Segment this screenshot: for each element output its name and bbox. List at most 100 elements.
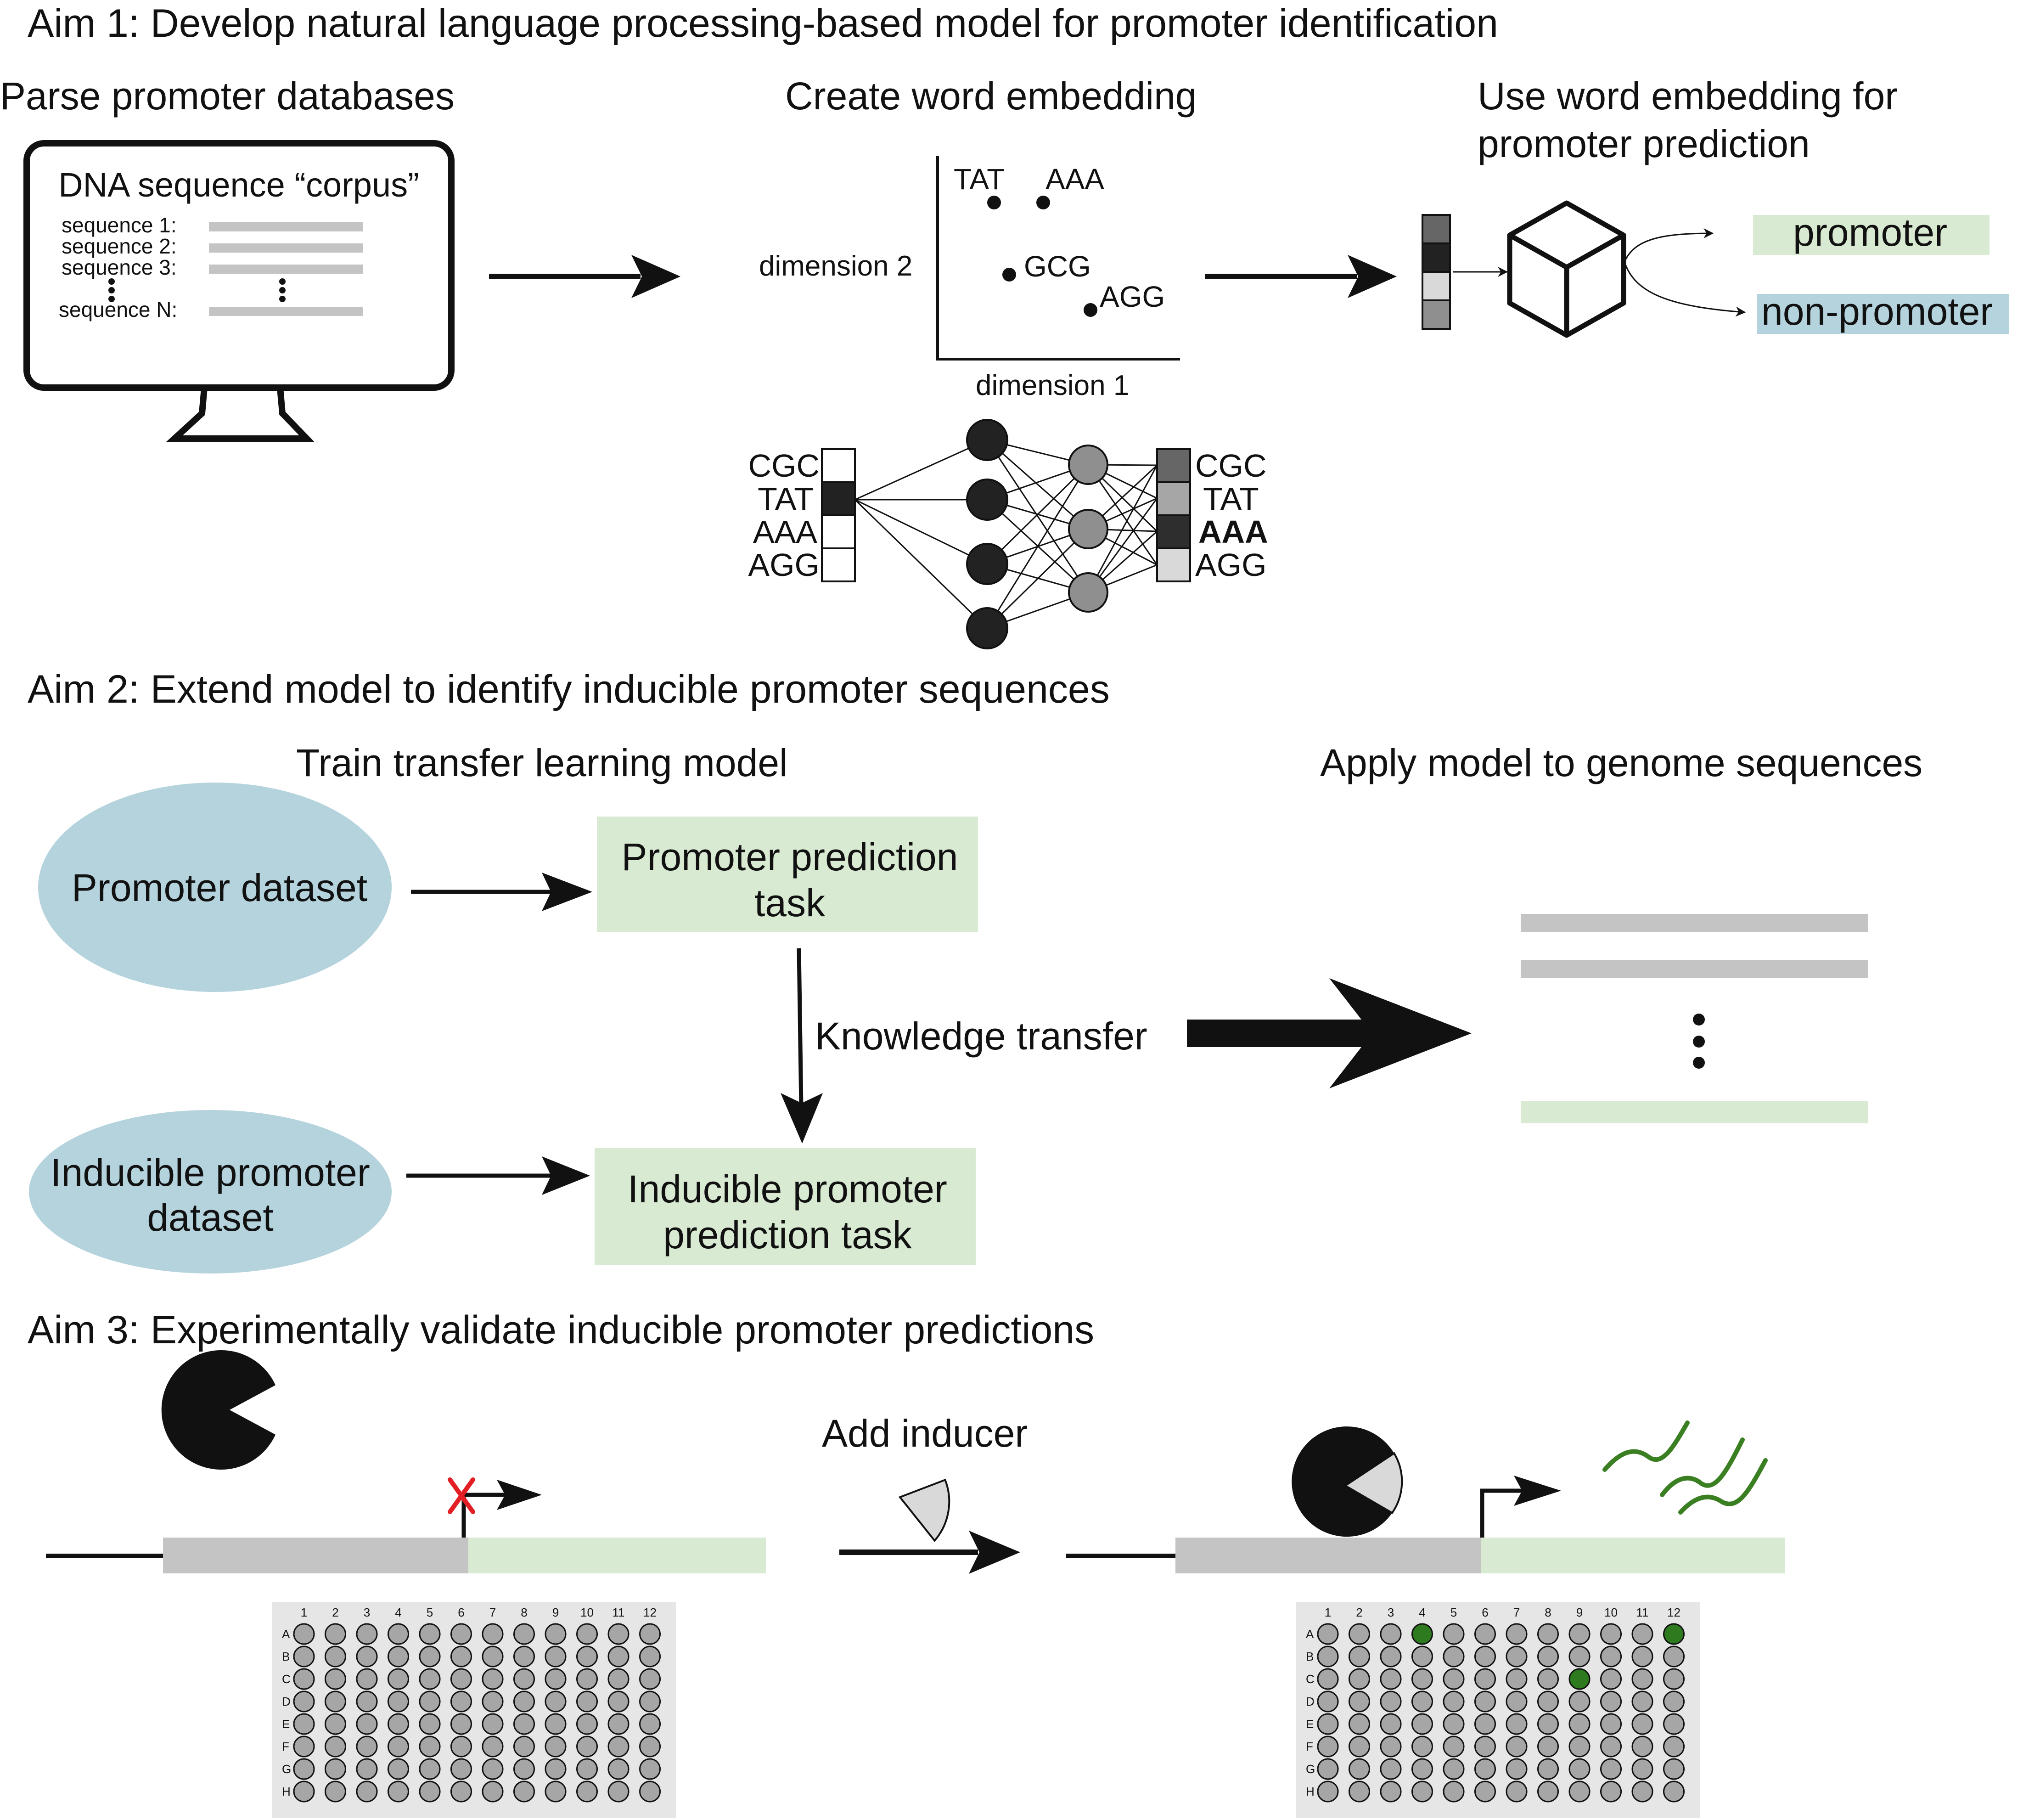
plate-well [1317, 1758, 1339, 1780]
plate-well [545, 1668, 567, 1690]
plate-column-label: 7 [1513, 1606, 1520, 1619]
plate-well [1663, 1758, 1685, 1780]
promoter-task-box [597, 817, 978, 932]
plate-column-label: 2 [1356, 1606, 1362, 1619]
large-arrow [1187, 978, 1472, 1088]
nn-output-label: AGG [1195, 547, 1267, 583]
plate-well [1380, 1735, 1402, 1758]
arrow-head [542, 1156, 590, 1195]
plate-well [1506, 1713, 1528, 1735]
nn-input-label: AGG [748, 547, 820, 583]
sequence-list: sequence 1: sequence 2: sequence 3: sequ… [59, 213, 363, 321]
plate-well [1631, 1781, 1653, 1803]
plate-row-label: F [282, 1740, 289, 1753]
plate-column-label: 12 [643, 1606, 657, 1619]
plate-well [1443, 1713, 1465, 1735]
arrow-head [542, 873, 592, 911]
parse-title: Parse promoter databases [0, 74, 455, 118]
plate-well [1537, 1781, 1559, 1803]
plate-well [1380, 1645, 1402, 1668]
plate-well [607, 1713, 629, 1735]
promoter-dataset-label: Promoter dataset [72, 866, 367, 909]
plate-row-label: B [1306, 1650, 1314, 1663]
plate-well [576, 1735, 598, 1758]
inducer-icon [898, 1478, 950, 1542]
plate-well [513, 1645, 535, 1668]
nn-input-label: AAA [753, 514, 817, 550]
plate-well [545, 1781, 567, 1803]
knowledge-transfer-arrow [797, 948, 804, 1107]
plate-column-label: 11 [613, 1606, 625, 1619]
plate-well [450, 1668, 472, 1690]
plate-well [356, 1713, 378, 1735]
plate-well [1631, 1735, 1653, 1758]
plate-well [1317, 1690, 1339, 1713]
plate-well [1349, 1645, 1370, 1668]
plate-well [419, 1645, 441, 1668]
plate-well [293, 1668, 315, 1690]
plate-well [1443, 1690, 1465, 1713]
plate-well [1380, 1758, 1402, 1780]
point-label: AAA [1045, 163, 1104, 196]
plate-well [545, 1735, 567, 1758]
embedding-point [1084, 303, 1097, 317]
plate-well [1349, 1623, 1370, 1645]
plate-well [513, 1781, 535, 1803]
plate-well [1663, 1645, 1685, 1668]
plate-well [1631, 1623, 1653, 1645]
plate-well [1600, 1713, 1622, 1735]
plate-column-label: 9 [1576, 1606, 1583, 1619]
plate-row-label: H [1306, 1785, 1315, 1798]
plate-well [513, 1758, 535, 1780]
plate-well-induced [1568, 1668, 1591, 1690]
plate-column-label: 1 [1325, 1606, 1331, 1619]
gene-region-bar [468, 1538, 766, 1573]
plate-well [450, 1690, 472, 1713]
plate-well [607, 1781, 629, 1803]
polymerase-icon [1292, 1426, 1394, 1537]
plate-well [1663, 1690, 1685, 1713]
promoter-dataset-ellipse [38, 783, 392, 992]
plate-row-label: G [1306, 1762, 1315, 1776]
plate-well [482, 1668, 504, 1690]
plate-well [1411, 1758, 1433, 1780]
plate-well [482, 1645, 504, 1668]
plate-well [1506, 1758, 1528, 1780]
plate-well [639, 1690, 661, 1713]
gene-region-bar [1481, 1538, 1785, 1573]
plate-well [356, 1623, 378, 1645]
plate-well [1474, 1758, 1496, 1780]
sequence-label: sequence 2: [62, 234, 177, 258]
plate-well [1411, 1781, 1433, 1803]
nn-output-label: CGC [1195, 448, 1267, 484]
plate-row-label: B [282, 1650, 290, 1663]
embedding-plot: dimension 2 dimension 1 TAT AAA GCG AGG [759, 156, 1180, 401]
plate-well [545, 1758, 567, 1780]
plate-well [1600, 1668, 1622, 1690]
nn-hidden-layer-1 [966, 419, 1008, 649]
plate-column-label: 10 [1604, 1606, 1618, 1619]
plate-well [293, 1713, 315, 1735]
plate-well [388, 1645, 409, 1668]
plate-well [1600, 1690, 1622, 1713]
plate-well [325, 1645, 346, 1668]
aim1-title: Aim 1: Develop natural language processi… [28, 1, 1498, 45]
plate-well [639, 1781, 661, 1803]
point-label: GCG [1024, 250, 1091, 283]
plate-well [450, 1713, 472, 1735]
plate-row-label: E [282, 1717, 290, 1731]
plate-well [1600, 1623, 1622, 1645]
plate-column-label: 6 [458, 1606, 464, 1619]
plate-well [1600, 1758, 1622, 1780]
plate-well [293, 1623, 315, 1645]
plate-well [388, 1713, 409, 1735]
dimension-2-label: dimension 2 [759, 250, 912, 282]
plate-row-label: C [282, 1672, 291, 1686]
plate-well [325, 1668, 346, 1690]
promoter-region-bar [163, 1538, 468, 1573]
plate-well [419, 1735, 441, 1758]
plate-well [576, 1668, 598, 1690]
plate-well [1443, 1623, 1465, 1645]
plate-well [1411, 1668, 1433, 1690]
